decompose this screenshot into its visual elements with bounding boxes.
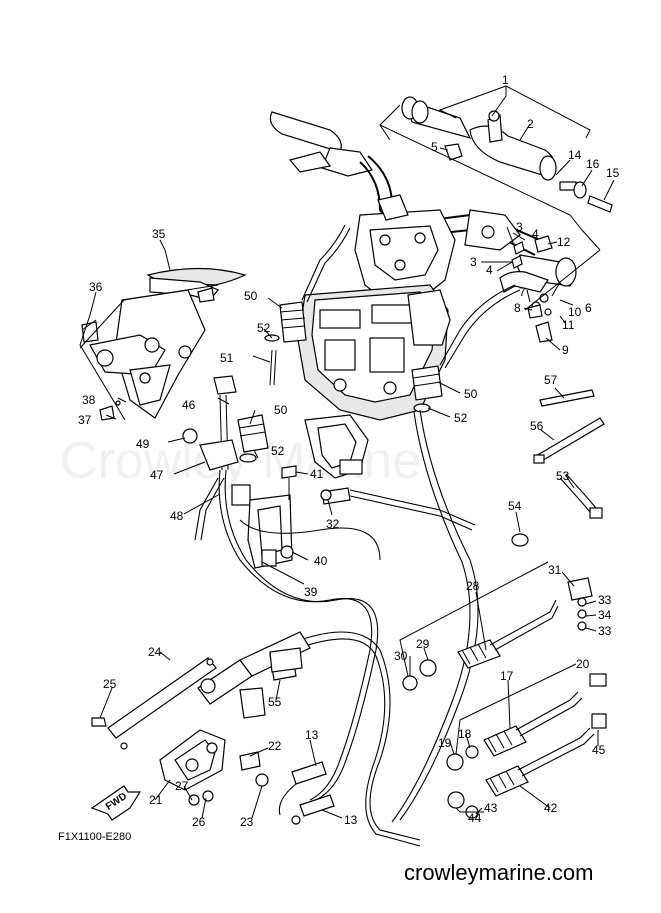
callout-32: 32 <box>326 517 340 531</box>
callout-33b: 33 <box>598 624 612 638</box>
callout-56: 56 <box>530 419 544 433</box>
callout-38: 38 <box>82 393 96 407</box>
callout-8: 8 <box>514 301 521 315</box>
fwd-arrow: FWD <box>90 785 142 821</box>
callout-6: 6 <box>585 301 592 315</box>
callout-29: 29 <box>416 637 430 651</box>
drawing-code: F1X1100-E280 <box>58 831 131 843</box>
callout-50b: 50 <box>274 403 288 417</box>
callout-12: 12 <box>557 235 571 249</box>
callout-52c: 52 <box>454 411 468 425</box>
cable-ends <box>402 577 607 819</box>
callout-41: 41 <box>310 467 324 481</box>
callout-44: 44 <box>468 811 482 825</box>
callout-52b: 52 <box>271 444 285 458</box>
callout-3b: 3 <box>470 255 477 269</box>
callout-27: 27 <box>175 779 189 793</box>
callout-40: 40 <box>314 554 328 568</box>
callout-2: 2 <box>527 117 534 131</box>
misc-ties <box>269 389 605 673</box>
callout-24: 24 <box>148 645 162 659</box>
callout-13: 13 <box>305 728 319 742</box>
callout-46: 46 <box>182 398 196 412</box>
callout-11: 11 <box>562 318 575 332</box>
callout-26: 26 <box>192 815 206 829</box>
callout-54: 54 <box>508 499 522 513</box>
callout-4b: 4 <box>486 263 493 277</box>
control-cables <box>194 224 521 847</box>
callout-53: 53 <box>556 469 570 483</box>
callout-39: 39 <box>304 585 318 599</box>
callout-50c: 50 <box>464 387 478 401</box>
callout-30: 30 <box>394 649 408 663</box>
callouts: 1 2 3 3 4 4 5 6 7 8 9 10 11 12 13 13 14 … <box>78 73 620 829</box>
callout-55: 55 <box>268 695 282 709</box>
callout-15: 15 <box>606 166 620 180</box>
boots-and-clips <box>237 301 443 463</box>
left-bracket-assembly <box>81 267 247 421</box>
cable-bracket <box>247 465 351 569</box>
callout-50: 50 <box>244 289 258 303</box>
callout-42: 42 <box>544 801 558 815</box>
callout-52: 52 <box>257 321 271 335</box>
throttle-rod-group <box>182 375 251 506</box>
callout-48: 48 <box>170 509 184 523</box>
callout-16: 16 <box>586 157 600 171</box>
callout-14: 14 <box>568 148 582 162</box>
callout-45: 45 <box>592 743 606 757</box>
callout-7: 7 <box>519 285 526 299</box>
callout-51: 51 <box>220 351 234 365</box>
callout-49: 49 <box>136 437 150 451</box>
callout-10: 10 <box>568 305 582 319</box>
callout-9: 9 <box>562 343 569 357</box>
callout-35: 35 <box>152 227 166 241</box>
callout-22: 22 <box>268 739 282 753</box>
callout-13b: 13 <box>344 813 358 827</box>
callout-4: 4 <box>532 227 539 241</box>
website-url: crowleymarine.com <box>404 860 594 885</box>
callout-1: 1 <box>502 73 509 87</box>
callout-37: 37 <box>78 413 92 427</box>
callout-19: 19 <box>438 736 452 750</box>
callout-23: 23 <box>240 815 254 829</box>
callout-34: 34 <box>598 608 612 622</box>
right-hardware <box>401 96 613 343</box>
callout-36: 36 <box>89 280 103 294</box>
callout-57: 57 <box>544 373 558 387</box>
callout-20: 20 <box>576 657 590 671</box>
callout-17: 17 <box>500 669 514 683</box>
leader-lines <box>79 85 615 819</box>
handlebar-assembly <box>269 111 577 479</box>
callout-28: 28 <box>466 579 480 593</box>
callout-21: 21 <box>149 793 163 807</box>
callout-25: 25 <box>103 677 117 691</box>
callout-18: 18 <box>458 727 472 741</box>
callout-3: 3 <box>516 220 523 234</box>
callout-31: 31 <box>548 563 562 577</box>
callout-47: 47 <box>150 468 164 482</box>
callout-43: 43 <box>484 801 498 815</box>
callout-5: 5 <box>431 140 438 154</box>
callout-33: 33 <box>598 593 612 607</box>
